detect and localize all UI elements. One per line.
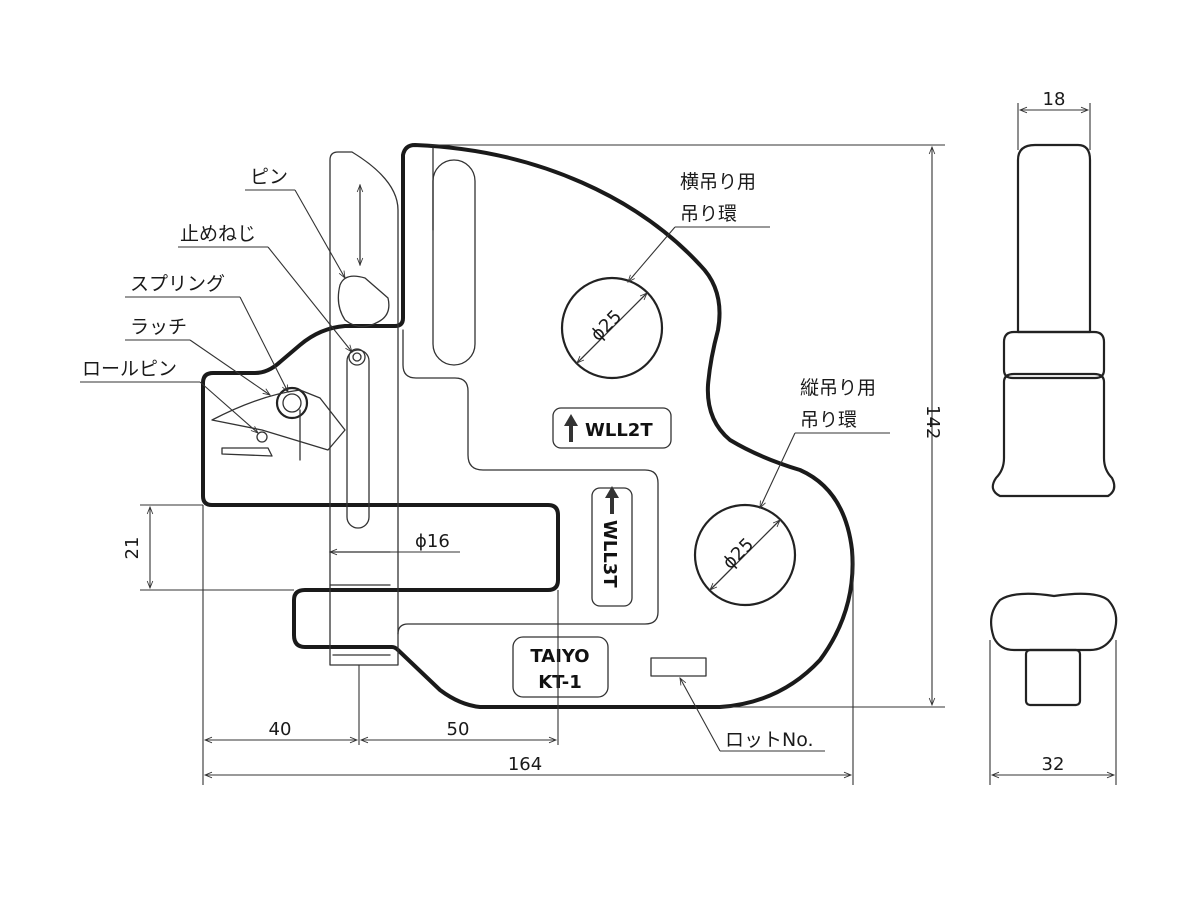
dim-left-to-pin: 40: [203, 665, 360, 745]
brand-stamp: TAIYO KT-1: [512, 636, 609, 698]
svg-text:WLL3T: WLL3T: [599, 520, 620, 588]
body-outline: [201, 143, 855, 709]
label-vertical-ring: 縦吊り用 吊り環: [759, 377, 890, 510]
svg-text:吊り環: 吊り環: [680, 203, 737, 225]
svg-text:40: 40: [269, 719, 292, 740]
svg-text:18: 18: [1043, 89, 1066, 110]
roll-pin: [256, 431, 268, 443]
ring-hole-vertical-dim: ϕ25: [719, 534, 758, 573]
side-view-lower: [989, 592, 1118, 707]
pin-diameter-dim: ϕ16: [328, 531, 460, 556]
label-lot-no: ロットNo.: [679, 677, 825, 752]
svg-text:ピン: ピン: [250, 166, 288, 188]
label-set-screw: 止めねじ: [178, 223, 353, 353]
label-pin: ピン: [245, 166, 346, 279]
dim-overall-width: 164: [202, 505, 854, 785]
svg-text:止めねじ: 止めねじ: [180, 223, 256, 245]
dim-pin-to-jaw: 50: [359, 590, 559, 745]
svg-text:スプリング: スプリング: [130, 273, 225, 295]
svg-text:KT-1: KT-1: [538, 672, 582, 693]
svg-text:横吊り用: 横吊り用: [680, 171, 756, 193]
dim-jaw-opening: 21: [122, 504, 294, 591]
svg-text:縦吊り用: 縦吊り用: [800, 377, 876, 399]
dim-side-bottom: 32: [989, 640, 1117, 785]
dim-side-top: 18: [1017, 89, 1091, 150]
label-spring: スプリング: [125, 273, 289, 394]
svg-text:21: 21: [122, 537, 143, 560]
svg-text:164: 164: [508, 754, 542, 775]
svg-text:ロットNo.: ロットNo.: [725, 729, 814, 751]
svg-text:TAIYO: TAIYO: [530, 646, 589, 667]
svg-text:WLL2T: WLL2T: [585, 420, 653, 441]
wll-horizontal-stamp: WLL2T: [552, 407, 672, 449]
svg-text:ϕ16: ϕ16: [415, 531, 450, 552]
vertical-slot: [432, 159, 476, 366]
ring-hole-horizontal: ϕ25: [560, 276, 664, 380]
side-view-upper: [991, 143, 1116, 498]
lot-number-plate: [650, 657, 707, 677]
latch-mechanism: [211, 386, 346, 461]
svg-text:ロールピン: ロールピン: [82, 358, 177, 380]
label-roll-pin: ロールピン: [80, 358, 259, 434]
svg-text:50: 50: [447, 719, 470, 740]
svg-text:吊り環: 吊り環: [800, 409, 857, 431]
svg-text:32: 32: [1042, 754, 1065, 775]
svg-text:ラッチ: ラッチ: [130, 316, 187, 338]
label-horizontal-ring: 横吊り用 吊り環: [627, 171, 770, 283]
spring-coil: [275, 386, 309, 420]
ring-hole-horizontal-dim: ϕ25: [587, 306, 626, 345]
wll-vertical-stamp: WLL3T: [591, 486, 633, 607]
inner-recess: [397, 329, 659, 635]
clamp-body: [201, 143, 855, 709]
pin-assembly: [329, 151, 399, 666]
dim-overall-height: 142: [430, 144, 945, 708]
ring-hole-vertical: ϕ25: [693, 503, 797, 607]
label-latch: ラッチ: [125, 316, 271, 396]
svg-text:142: 142: [922, 405, 943, 439]
set-screw: [348, 348, 366, 366]
